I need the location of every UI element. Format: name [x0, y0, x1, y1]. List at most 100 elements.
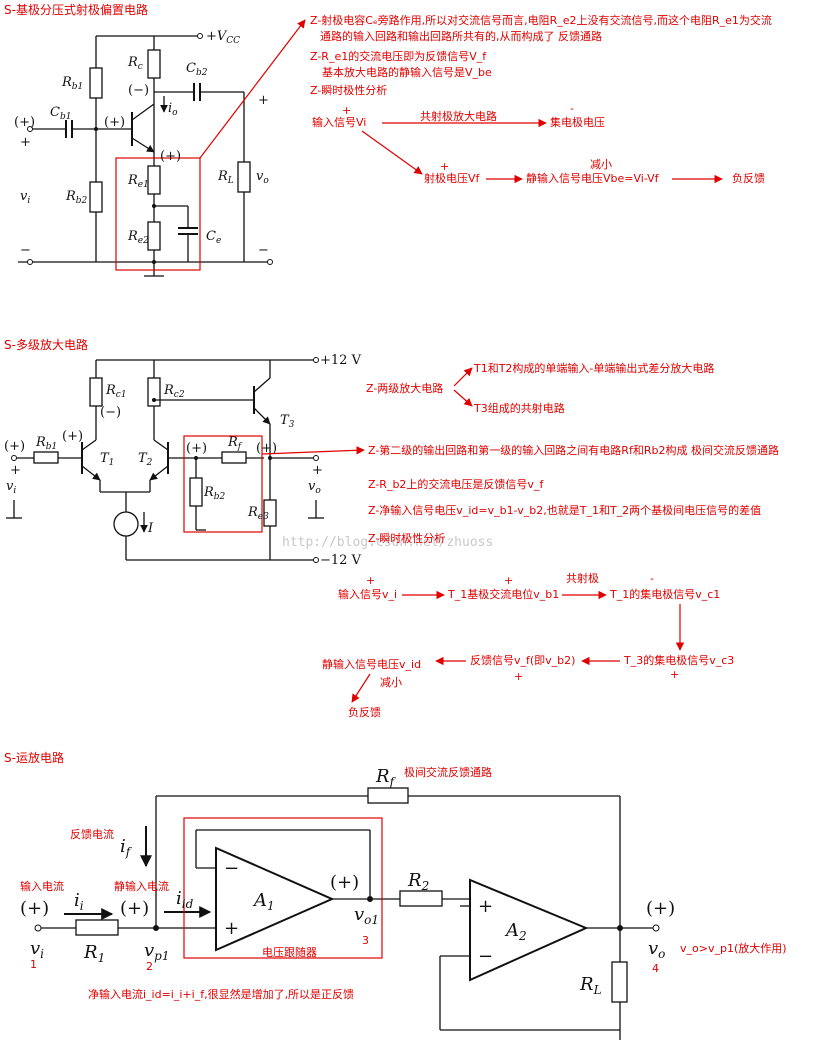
svg-text:(+): (+) — [330, 872, 359, 893]
svg-text:Re1: Re1 — [127, 173, 149, 190]
svg-text:−: − — [224, 858, 239, 879]
svg-text:集电极电压: 集电极电压 — [550, 115, 605, 129]
svg-text:vo: vo — [648, 938, 665, 961]
r1-resistor — [75, 919, 119, 936]
svg-text:极间交流反馈通路: 极间交流反馈通路 — [404, 765, 492, 779]
rc1-resistor — [89, 377, 103, 407]
svg-text:Rb1: Rb1 — [61, 75, 83, 92]
section2-title: S-多级放大电路 — [4, 337, 88, 352]
svg-text:+: + — [366, 574, 375, 587]
svg-text:+: + — [342, 104, 351, 117]
svg-text:(+): (+) — [104, 115, 125, 130]
svg-text:输入信号Vi: 输入信号Vi — [312, 115, 366, 129]
svg-text:(+): (+) — [20, 898, 49, 919]
svg-text:+: + — [440, 160, 449, 173]
svg-text:vi: vi — [6, 479, 16, 496]
svg-text:输入信号v_i: 输入信号v_i — [338, 587, 397, 601]
svg-text:Rc1: Rc1 — [105, 383, 127, 400]
svg-text:Rf: Rf — [375, 766, 397, 789]
rb1-resistor-2 — [33, 451, 59, 464]
svg-text:反馈电流: 反馈电流 — [70, 827, 114, 841]
voltage-follower-box — [183, 817, 383, 959]
svg-text:Cb1: Cb1 — [50, 105, 71, 122]
svg-text:共射极: 共射极 — [566, 571, 599, 585]
svg-text:3: 3 — [362, 934, 369, 947]
svg-text:Rc2: Rc2 — [163, 383, 185, 400]
svg-text:iid: iid — [176, 888, 194, 911]
re2-resistor — [147, 221, 161, 251]
section2-flow: + 输入信号v_i + T_1基极交流电位v_b1 共射极 - T_1的集电极信… — [322, 571, 734, 719]
rb2-resistor-2 — [189, 477, 203, 507]
svg-text:+12 V: +12 V — [320, 353, 362, 368]
svg-text:vi: vi — [20, 189, 30, 206]
rf-resistor-3 — [367, 787, 409, 804]
svg-text:if: if — [120, 836, 133, 859]
svg-text:vo: vo — [256, 169, 269, 186]
svg-text:−12 V: −12 V — [320, 553, 362, 568]
svg-text:Re2: Re2 — [127, 229, 149, 246]
circuit2: +12 V −12 V Rc1 Rc2 T3 Rb1 T1 T2 Rf Rb2 … — [4, 353, 493, 568]
svg-text:+: + — [670, 668, 679, 681]
svg-text:Z-R_e1的交流电压即为反馈信号V_f: Z-R_e1的交流电压即为反馈信号V_f — [310, 49, 487, 63]
svg-text:R2: R2 — [407, 870, 429, 893]
svg-text:Z-两级放大电路: Z-两级放大电路 — [366, 381, 443, 395]
svg-text:输入电流: 输入电流 — [20, 879, 64, 893]
svg-text:(−): (−) — [100, 405, 121, 420]
svg-text:+: + — [312, 463, 323, 478]
svg-text:(+): (+) — [120, 898, 149, 919]
svg-text:基本放大电路的静输入信号是V_be: 基本放大电路的静输入信号是V_be — [322, 65, 492, 79]
section1-title: S-基极分压式射极偏置电路 — [4, 2, 148, 17]
svg-text:R1: R1 — [83, 942, 105, 965]
svg-text:4: 4 — [652, 962, 659, 975]
svg-text:+: + — [10, 463, 21, 478]
svg-text:通路的输入回路和输出回路所共有的,从而构成了 反馈通路: 通路的输入回路和输出回路所共有的,从而构成了 反馈通路 — [320, 29, 602, 43]
svg-text:减小: 减小 — [590, 158, 612, 171]
rb2-resistor — [89, 181, 103, 213]
r2-resistor — [399, 890, 443, 907]
svg-text:T2: T2 — [138, 451, 153, 468]
a1-opamp — [215, 846, 335, 952]
svg-text:T3组成的共射电路: T3组成的共射电路 — [473, 401, 565, 415]
rf-rb2-feedback-box — [183, 435, 263, 533]
rl-resistor-3 — [611, 961, 628, 1003]
re1-feedback-box — [115, 157, 201, 271]
svg-text:静输入信号电压Vbe=Vi-Vf: 静输入信号电压Vbe=Vi-Vf — [526, 171, 660, 185]
svg-text:Z-净输入信号电压v_id=v_b1-v_b2,也就是T_1: Z-净输入信号电压v_id=v_b1-v_b2,也就是T_1和T_2两个基极间电… — [368, 503, 761, 517]
svg-text:净输入电流i_id=i_i+i_f,很显然是增加了,所以是正: 净输入电流i_id=i_i+i_f,很显然是增加了,所以是正反馈 — [88, 987, 354, 1001]
svg-text:Re3: Re3 — [247, 505, 269, 522]
svg-text:(+): (+) — [186, 441, 207, 456]
svg-text:共射极放大电路: 共射极放大电路 — [420, 109, 497, 123]
section1-notes: Z-射极电容Cₑ旁路作用,所以对交流信号而言,电阻R_e2上没有交流信号,而这个… — [310, 13, 772, 97]
circuit3: Rf if ii iid A1 A2 R1 R2 RL vi vp1 vo1 v… — [20, 766, 675, 1040]
a2-opamp — [469, 878, 589, 982]
svg-text:T3: T3 — [280, 413, 295, 430]
svg-text:电压跟随器: 电压跟随器 — [262, 945, 317, 959]
svg-text:Z-瞬时极性分析: Z-瞬时极性分析 — [310, 83, 387, 97]
rc2-resistor — [147, 377, 161, 407]
svg-text:T1: T1 — [100, 451, 114, 468]
svg-text:T_3的集电极信号v_c3: T_3的集电极信号v_c3 — [623, 653, 734, 667]
svg-text:+: + — [514, 670, 523, 683]
section3-title: S-运放电路 — [4, 750, 64, 765]
svg-text:+: + — [504, 574, 513, 587]
watermark: http://blog.csdn.net/zhuoss — [282, 535, 493, 550]
svg-text:A2: A2 — [504, 920, 527, 943]
rf-resistor — [221, 451, 247, 464]
svg-text:反馈信号v_f(即v_b2): 反馈信号v_f(即v_b2) — [470, 654, 575, 667]
svg-text:−: − — [478, 946, 493, 967]
svg-text:(+): (+) — [646, 898, 675, 919]
svg-text:RL: RL — [217, 169, 234, 186]
svg-text:减小: 减小 — [380, 676, 402, 689]
svg-text:T1和T2构成的单端输入-单端输出式差分放大电路: T1和T2构成的单端输入-单端输出式差分放大电路 — [473, 361, 714, 375]
svg-text:+: + — [478, 896, 493, 917]
svg-text:-: - — [650, 572, 654, 585]
svg-text:Ce: Ce — [206, 229, 221, 246]
svg-text:vo1: vo1 — [354, 904, 379, 927]
svg-text:(+): (+) — [4, 439, 25, 454]
svg-text:静输入电流: 静输入电流 — [114, 879, 169, 893]
svg-text:A1: A1 — [252, 890, 275, 913]
svg-text:T_1的集电极信号v_c1: T_1的集电极信号v_c1 — [609, 587, 720, 601]
svg-text:Rc: Rc — [127, 55, 143, 72]
svg-text:Z-R_b2上的交流电压是反馈信号v_f: Z-R_b2上的交流电压是反馈信号v_f — [368, 477, 544, 491]
